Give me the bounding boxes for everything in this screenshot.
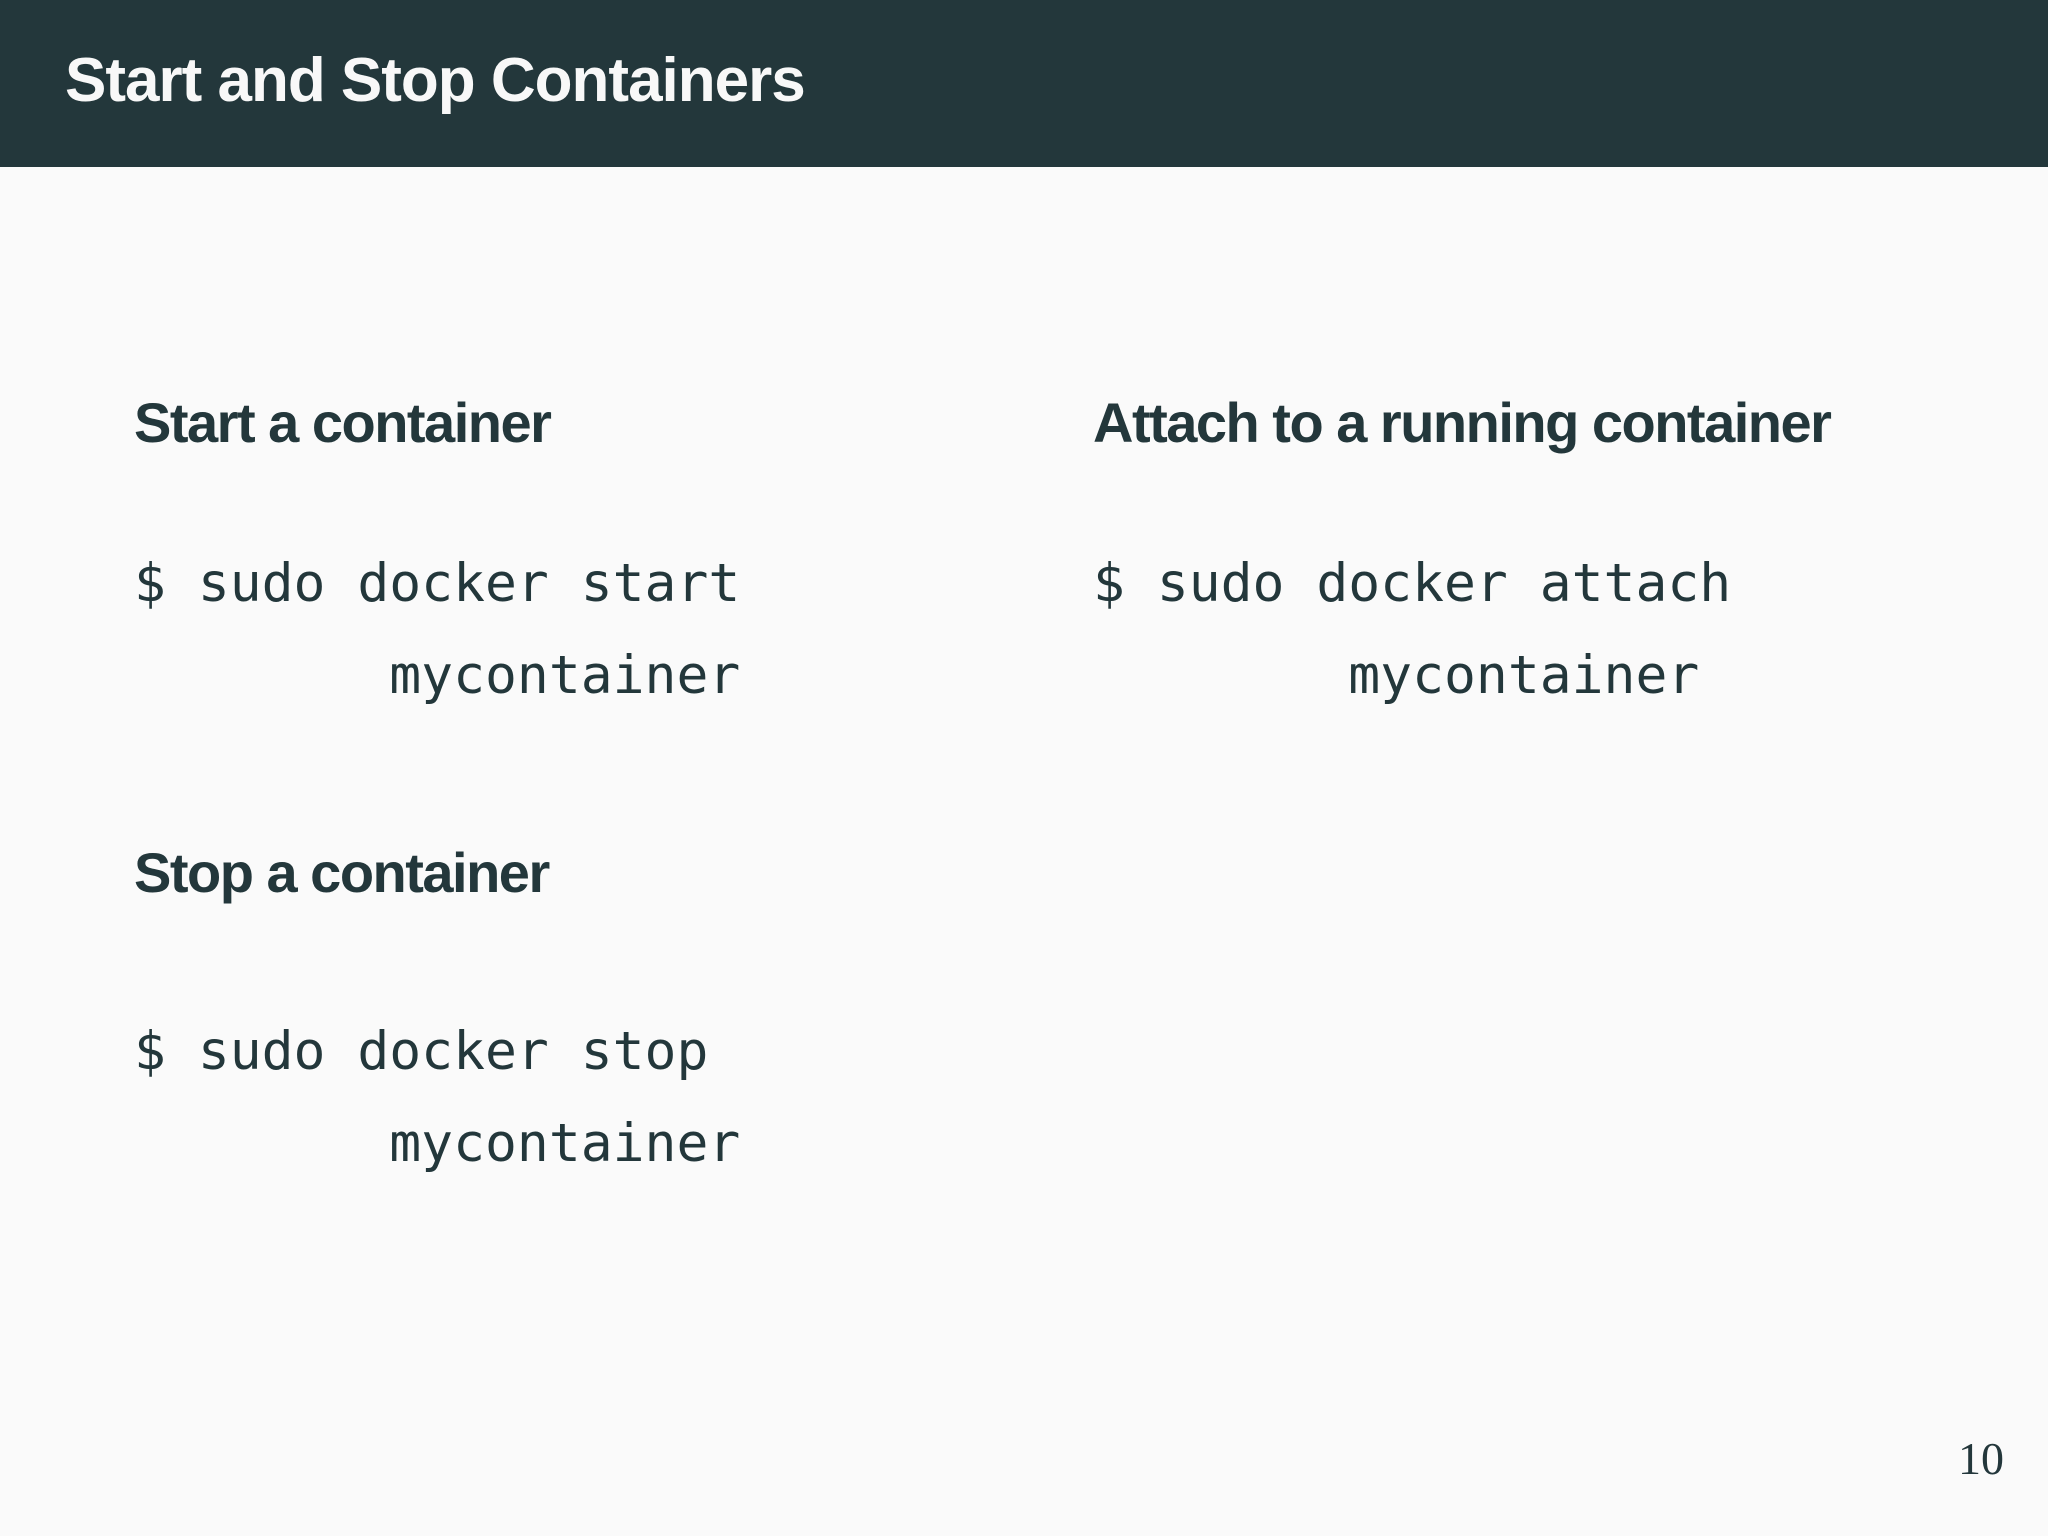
slide-header-bar: Start and Stop Containers <box>0 0 2048 167</box>
code-block-docker-attach: $ sudo docker attach mycontainer <box>1093 553 1732 706</box>
section-heading-attach-container: Attach to a running container <box>1093 391 1832 454</box>
section-heading-stop-container: Stop a container <box>134 841 550 904</box>
page-number: 10 <box>1958 1433 2004 1484</box>
code-block-docker-stop: $ sudo docker stop mycontainer <box>134 1021 741 1174</box>
code-block-docker-start: $ sudo docker start mycontainer <box>134 553 741 706</box>
section-heading-start-container: Start a container <box>134 391 552 454</box>
slide-title: Start and Stop Containers <box>65 46 806 115</box>
